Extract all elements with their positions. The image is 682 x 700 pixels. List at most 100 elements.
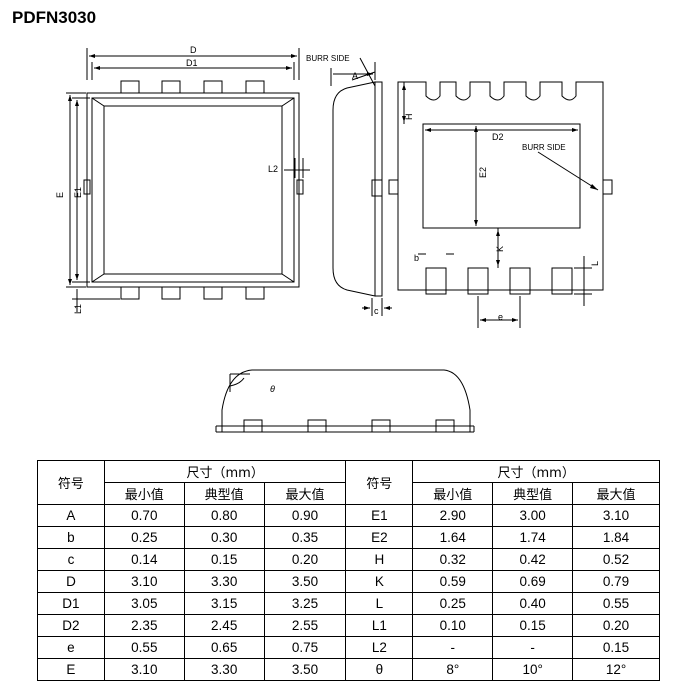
typ-cell: - — [492, 636, 574, 659]
min-cell: 0.14 — [103, 548, 185, 571]
label-D2: D2 — [492, 132, 504, 142]
min-cell: 8° — [412, 658, 494, 681]
min-cell: 0.25 — [103, 526, 185, 549]
max-cell: 0.90 — [263, 504, 347, 527]
min-cell: 3.10 — [103, 658, 185, 681]
min-cell: 1.64 — [412, 526, 494, 549]
label-H: H — [404, 114, 414, 121]
max-cell: 2.55 — [263, 614, 347, 637]
typ-cell: 3.30 — [183, 570, 265, 593]
label-L1: L1 — [73, 304, 83, 314]
symbol-cell: K — [345, 570, 414, 593]
max-cell: 0.55 — [572, 592, 660, 615]
bottom-view — [388, 81, 613, 328]
table-header-row: 符号 尺寸（mm） 符号 尺寸（mm） — [37, 460, 660, 505]
symbol-cell: E2 — [345, 526, 414, 549]
min-cell: 2.90 — [412, 504, 494, 527]
max-cell: 3.10 — [572, 504, 660, 527]
typ-cell: 1.74 — [492, 526, 574, 549]
typ-cell: 0.69 — [492, 570, 574, 593]
min-cell: 3.05 — [103, 592, 185, 615]
typ-header: 典型值 — [492, 482, 574, 505]
front-view — [215, 369, 475, 433]
typ-cell: 2.45 — [183, 614, 265, 637]
min-cell: 0.10 — [412, 614, 494, 637]
table-row: D1 3.05 3.15 3.25 L 0.25 0.40 0.55 — [37, 592, 660, 615]
label-burr-side-side: BURR SIDE — [306, 54, 350, 63]
typ-cell: 3.00 — [492, 504, 574, 527]
label-K: K — [495, 246, 505, 252]
max-header: 最大值 — [572, 482, 660, 505]
symbol-cell: D — [37, 570, 105, 593]
min-cell: - — [412, 636, 494, 659]
label-b: b — [414, 253, 419, 263]
max-cell: 12° — [572, 658, 660, 681]
symbol-cell: E — [37, 658, 105, 681]
table-row: A 0.70 0.80 0.90 E1 2.90 3.00 3.10 — [37, 504, 660, 527]
max-cell: 3.50 — [263, 570, 347, 593]
max-cell: 0.79 — [572, 570, 660, 593]
max-cell: 0.20 — [263, 548, 347, 571]
label-c: c — [374, 306, 379, 316]
min-cell: 0.32 — [412, 548, 494, 571]
symbol-cell: e — [37, 636, 105, 659]
max-cell: 0.52 — [572, 548, 660, 571]
max-cell: 3.50 — [263, 658, 347, 681]
typ-cell: 10° — [492, 658, 574, 681]
size-header: 尺寸（mm） — [103, 460, 347, 483]
symbol-cell: L1 — [345, 614, 414, 637]
min-cell: 3.10 — [103, 570, 185, 593]
table-row: e 0.55 0.65 0.75 L2 - - 0.15 — [37, 636, 660, 659]
symbol-cell: D1 — [37, 592, 105, 615]
max-cell: 0.35 — [263, 526, 347, 549]
symbol-cell: A — [37, 504, 105, 527]
symbol-cell: D2 — [37, 614, 105, 637]
label-burr-side-bottom: BURR SIDE — [522, 143, 566, 152]
symbol-cell: L — [345, 592, 414, 615]
label-D1: D1 — [186, 58, 198, 68]
table-row: c 0.14 0.15 0.20 H 0.32 0.42 0.52 — [37, 548, 660, 571]
symbol-cell: c — [37, 548, 105, 571]
symbol-cell: H — [345, 548, 414, 571]
typ-cell: 3.15 — [183, 592, 265, 615]
min-header: 最小值 — [103, 482, 185, 505]
min-cell: 2.35 — [103, 614, 185, 637]
typ-cell: 0.15 — [183, 548, 265, 571]
package-drawing: D D1 E E1 L1 L2 A BURR SIDE c H D2 E2 K … — [55, 45, 613, 433]
label-E: E — [55, 192, 65, 198]
typ-cell: 0.15 — [492, 614, 574, 637]
label-E1: E1 — [73, 187, 83, 198]
max-cell: 1.84 — [572, 526, 660, 549]
label-L: L — [590, 261, 600, 266]
label-A: A — [352, 71, 358, 81]
min-cell: 0.70 — [103, 504, 185, 527]
typ-header: 典型值 — [183, 482, 265, 505]
min-cell: 0.59 — [412, 570, 494, 593]
label-D: D — [190, 45, 197, 55]
max-cell: 0.15 — [572, 636, 660, 659]
table-row: D 3.10 3.30 3.50 K 0.59 0.69 0.79 — [37, 570, 660, 593]
min-cell: 0.25 — [412, 592, 494, 615]
table-row: E 3.10 3.30 3.50 θ 8° 10° 12° — [37, 658, 660, 681]
top-view — [66, 48, 310, 312]
min-cell: 0.55 — [103, 636, 185, 659]
size-header: 尺寸（mm） — [412, 460, 660, 483]
dimension-table: 符号 尺寸（mm） 符号 尺寸（mm） 最小值 典型值 最大值 最小值 典型值 … — [37, 460, 660, 681]
label-L2: L2 — [268, 164, 278, 174]
max-cell: 3.25 — [263, 592, 347, 615]
max-cell: 0.75 — [263, 636, 347, 659]
max-cell: 0.20 — [572, 614, 660, 637]
label-E2: E2 — [478, 167, 488, 178]
typ-cell: 0.40 — [492, 592, 574, 615]
symbol-cell: L2 — [345, 636, 414, 659]
side-view — [330, 57, 392, 316]
symbol-cell: b — [37, 526, 105, 549]
symbol-header: 符号 — [37, 460, 105, 505]
symbol-header: 符号 — [345, 460, 414, 505]
min-header: 最小值 — [412, 482, 494, 505]
typ-cell: 0.80 — [183, 504, 265, 527]
table-row: D2 2.35 2.45 2.55 L1 0.10 0.15 0.20 — [37, 614, 660, 637]
table-subheader-row: 最小值 典型值 最大值 最小值 典型值 最大值 — [38, 482, 660, 505]
typ-cell: 0.42 — [492, 548, 574, 571]
page-title: PDFN3030 — [12, 8, 97, 27]
